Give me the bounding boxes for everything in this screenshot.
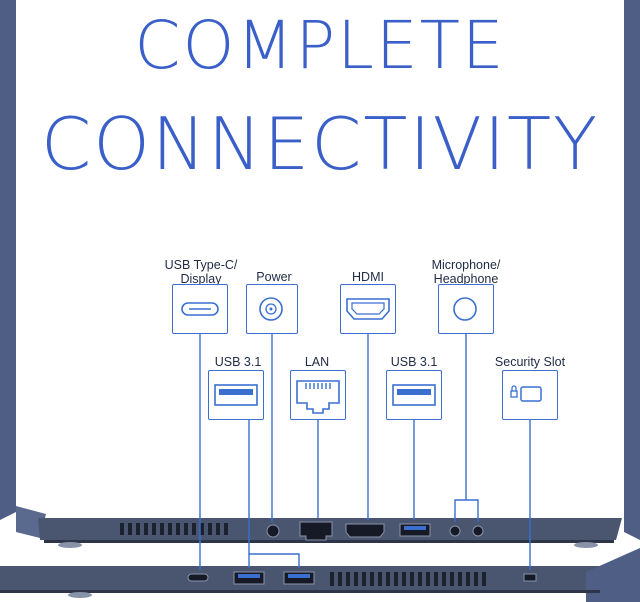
usb31-left-box: [208, 370, 264, 420]
security-slot-box: [502, 370, 558, 420]
hdmi-icon: [346, 298, 390, 320]
lan-box: [290, 370, 346, 420]
label-usb-c: USB Type-C/ Display: [164, 258, 238, 286]
label-lan: LAN: [304, 355, 330, 369]
ethernet-icon: [296, 380, 340, 414]
laptop-left-side: [38, 518, 622, 540]
label-usb31-right: USB 3.1: [390, 355, 438, 369]
label-security-slot: Security Slot: [494, 355, 566, 369]
usb-c-box: [172, 284, 228, 334]
headline-line-2: CONNECTIVITY: [40, 102, 600, 186]
label-power: Power: [256, 270, 292, 284]
lock-slot-icon: [510, 385, 542, 402]
usb-c-icon: [181, 302, 219, 316]
audio-box: [438, 284, 494, 334]
usb-a-icon: [392, 384, 436, 406]
power-box: [246, 284, 298, 334]
laptop-right-side: [0, 566, 606, 590]
label-usb31-left: USB 3.1: [214, 355, 262, 369]
usb31-right-box: [386, 370, 442, 420]
audio-jack-icon: [453, 297, 477, 321]
label-hdmi: HDMI: [352, 270, 384, 284]
headline-line-1: COMPLETE: [134, 7, 506, 84]
power-jack-icon: [259, 297, 283, 321]
hdmi-box: [340, 284, 396, 334]
label-audio: Microphone/ Headphone: [431, 258, 501, 286]
usb-a-icon: [214, 384, 258, 406]
